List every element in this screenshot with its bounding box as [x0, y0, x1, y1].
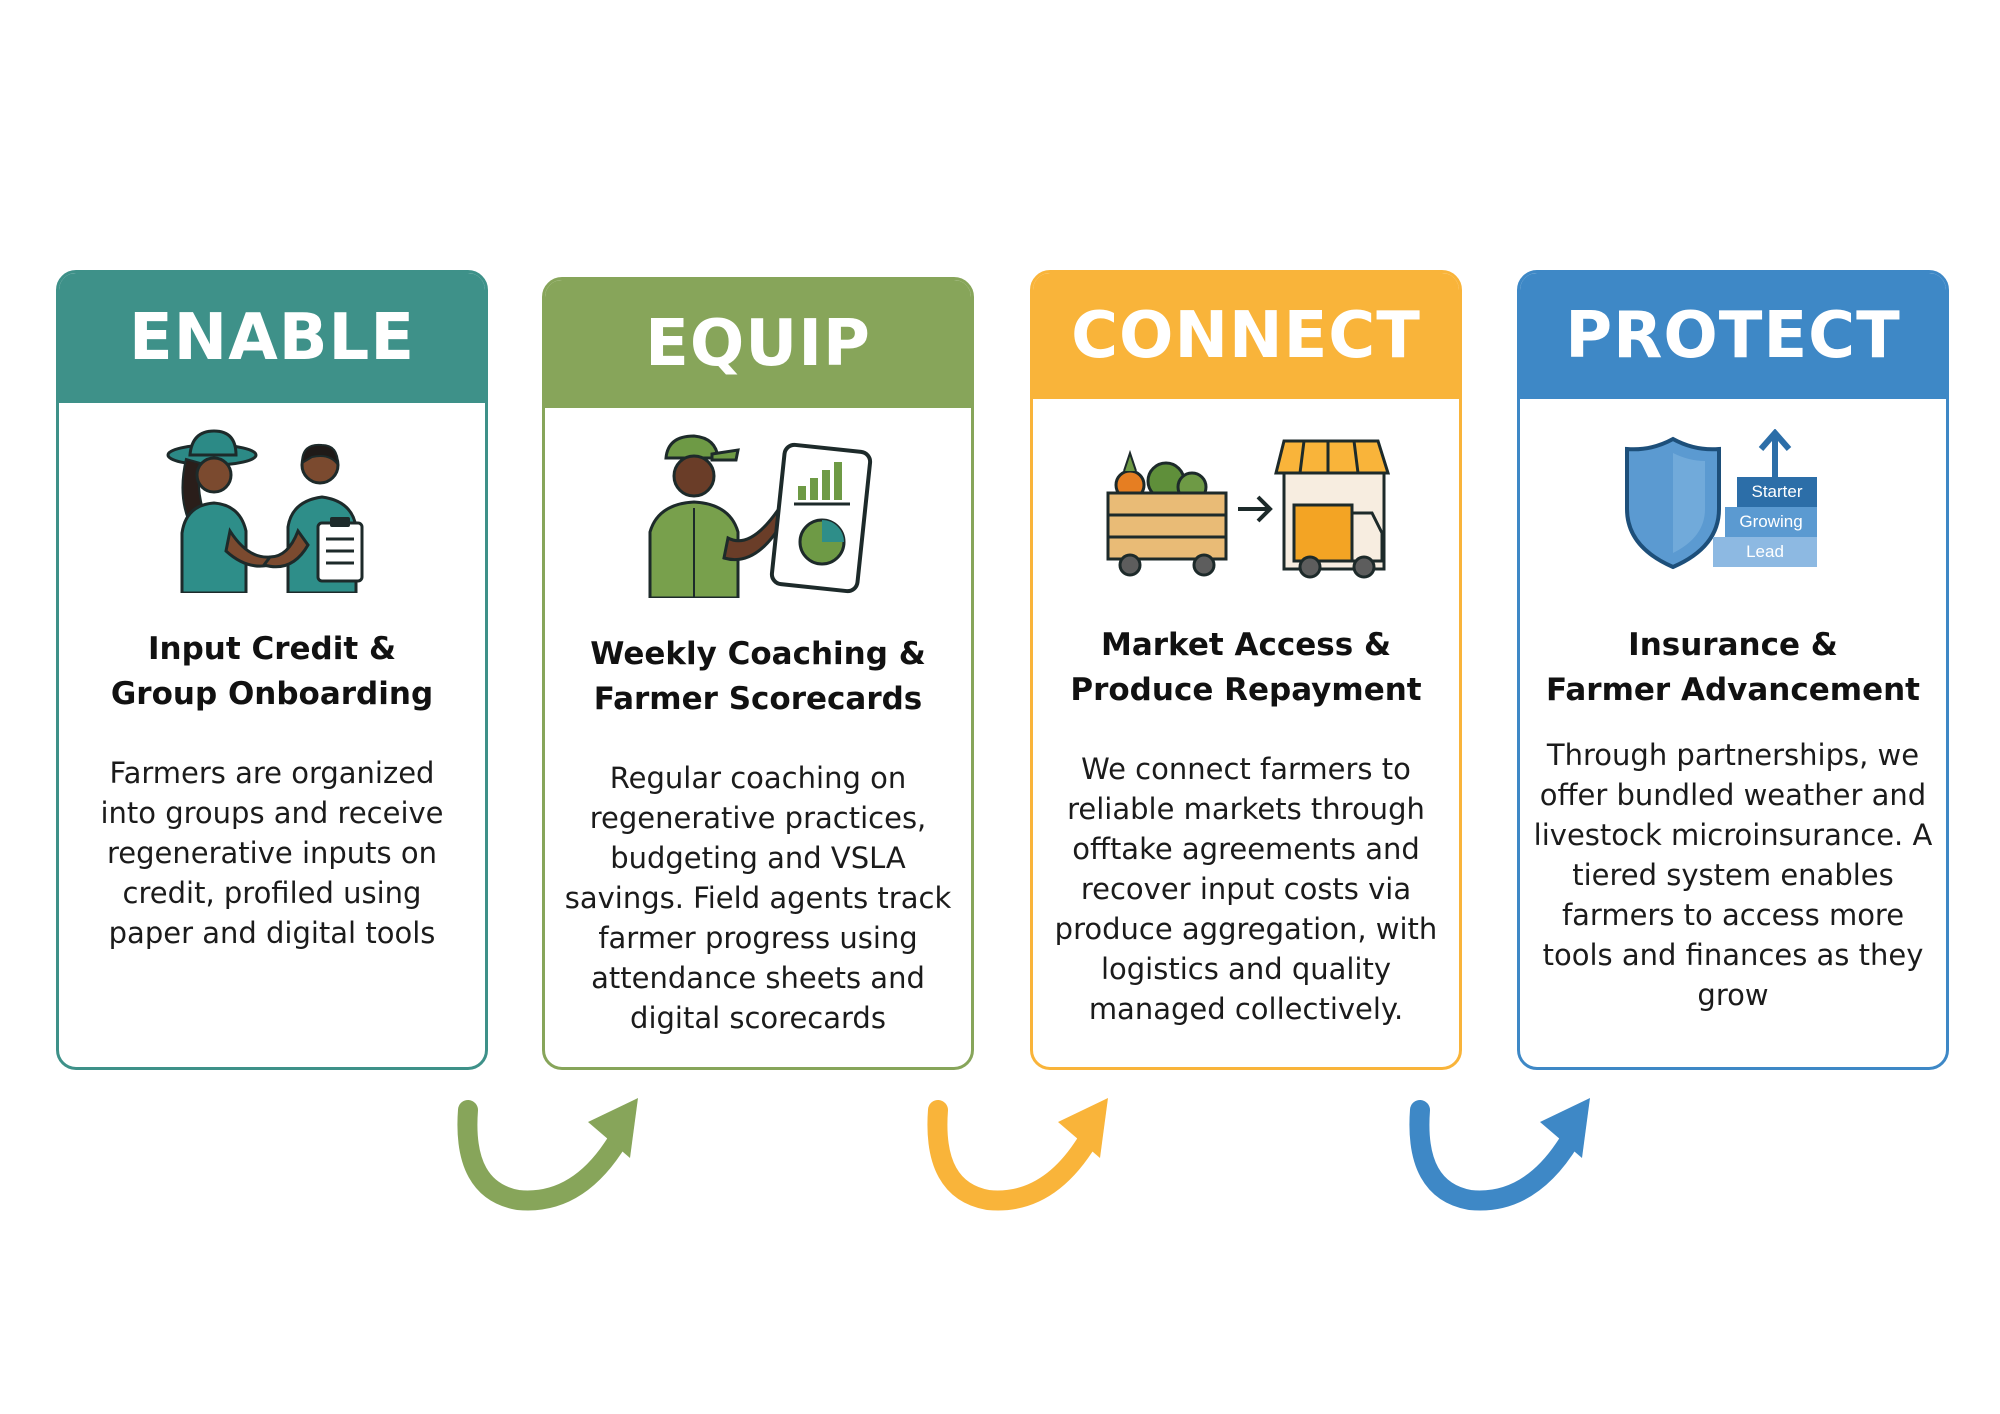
farmer-tablet-chart-illustration — [545, 408, 971, 618]
tier-label-starter: Starter — [1751, 482, 1802, 501]
card-title-protect: Insurance & Farmer Advancement — [1530, 623, 1936, 713]
card-equip: EQUIP Weekly Coaching & Fa — [542, 277, 974, 1070]
card-header-connect: CONNECT — [1033, 273, 1459, 399]
card-description-equip: Regular coaching on regenerative practic… — [564, 761, 952, 1035]
card-title-line-2: Produce Repayment — [1070, 672, 1422, 708]
orange-curved-arrow-icon — [927, 1098, 1108, 1211]
card-connect: CONNECT — [1030, 270, 1462, 1070]
card-description-connect: We connect farmers to reliable markets t… — [1054, 752, 1438, 1026]
green-curved-arrow-icon — [457, 1098, 638, 1211]
card-title-line-1: Input Credit & — [148, 631, 396, 667]
card-title-line-1: Insurance & — [1628, 627, 1838, 663]
card-title-line-1: Weekly Coaching & — [590, 636, 926, 672]
tier-label-lead: Lead — [1746, 542, 1784, 561]
card-description-protect: Through partnerships, we offer bundled w… — [1533, 738, 1933, 1012]
farmers-handshake-illustration — [59, 403, 485, 613]
card-header-enable: ENABLE — [59, 273, 485, 403]
tier-label-growing: Growing — [1739, 512, 1802, 531]
card-header-protect: PROTECT — [1520, 273, 1946, 399]
shield-tier-steps-illustration: Starter Growing Lead — [1520, 399, 1946, 609]
card-title-line-2: Group Onboarding — [110, 676, 434, 712]
card-title-line-2: Farmer Advancement — [1546, 672, 1920, 708]
blue-curved-arrow-icon — [1409, 1098, 1590, 1211]
produce-crate-to-market-illustration — [1033, 399, 1459, 609]
card-title-line-1: Market Access & — [1101, 627, 1391, 663]
card-header-equip: EQUIP — [545, 280, 971, 408]
card-title-line-2: Farmer Scorecards — [593, 681, 923, 717]
card-description-enable: Farmers are organized into groups and re… — [100, 756, 444, 950]
card-protect: PROTECT Starter Growing Lead Insurance &… — [1517, 270, 1949, 1070]
card-title-enable: Input Credit & Group Onboarding — [69, 627, 475, 717]
card-title-equip: Weekly Coaching & Farmer Scorecards — [555, 632, 961, 722]
card-enable: ENABLE In — [56, 270, 488, 1070]
card-title-connect: Market Access & Produce Repayment — [1043, 623, 1449, 713]
